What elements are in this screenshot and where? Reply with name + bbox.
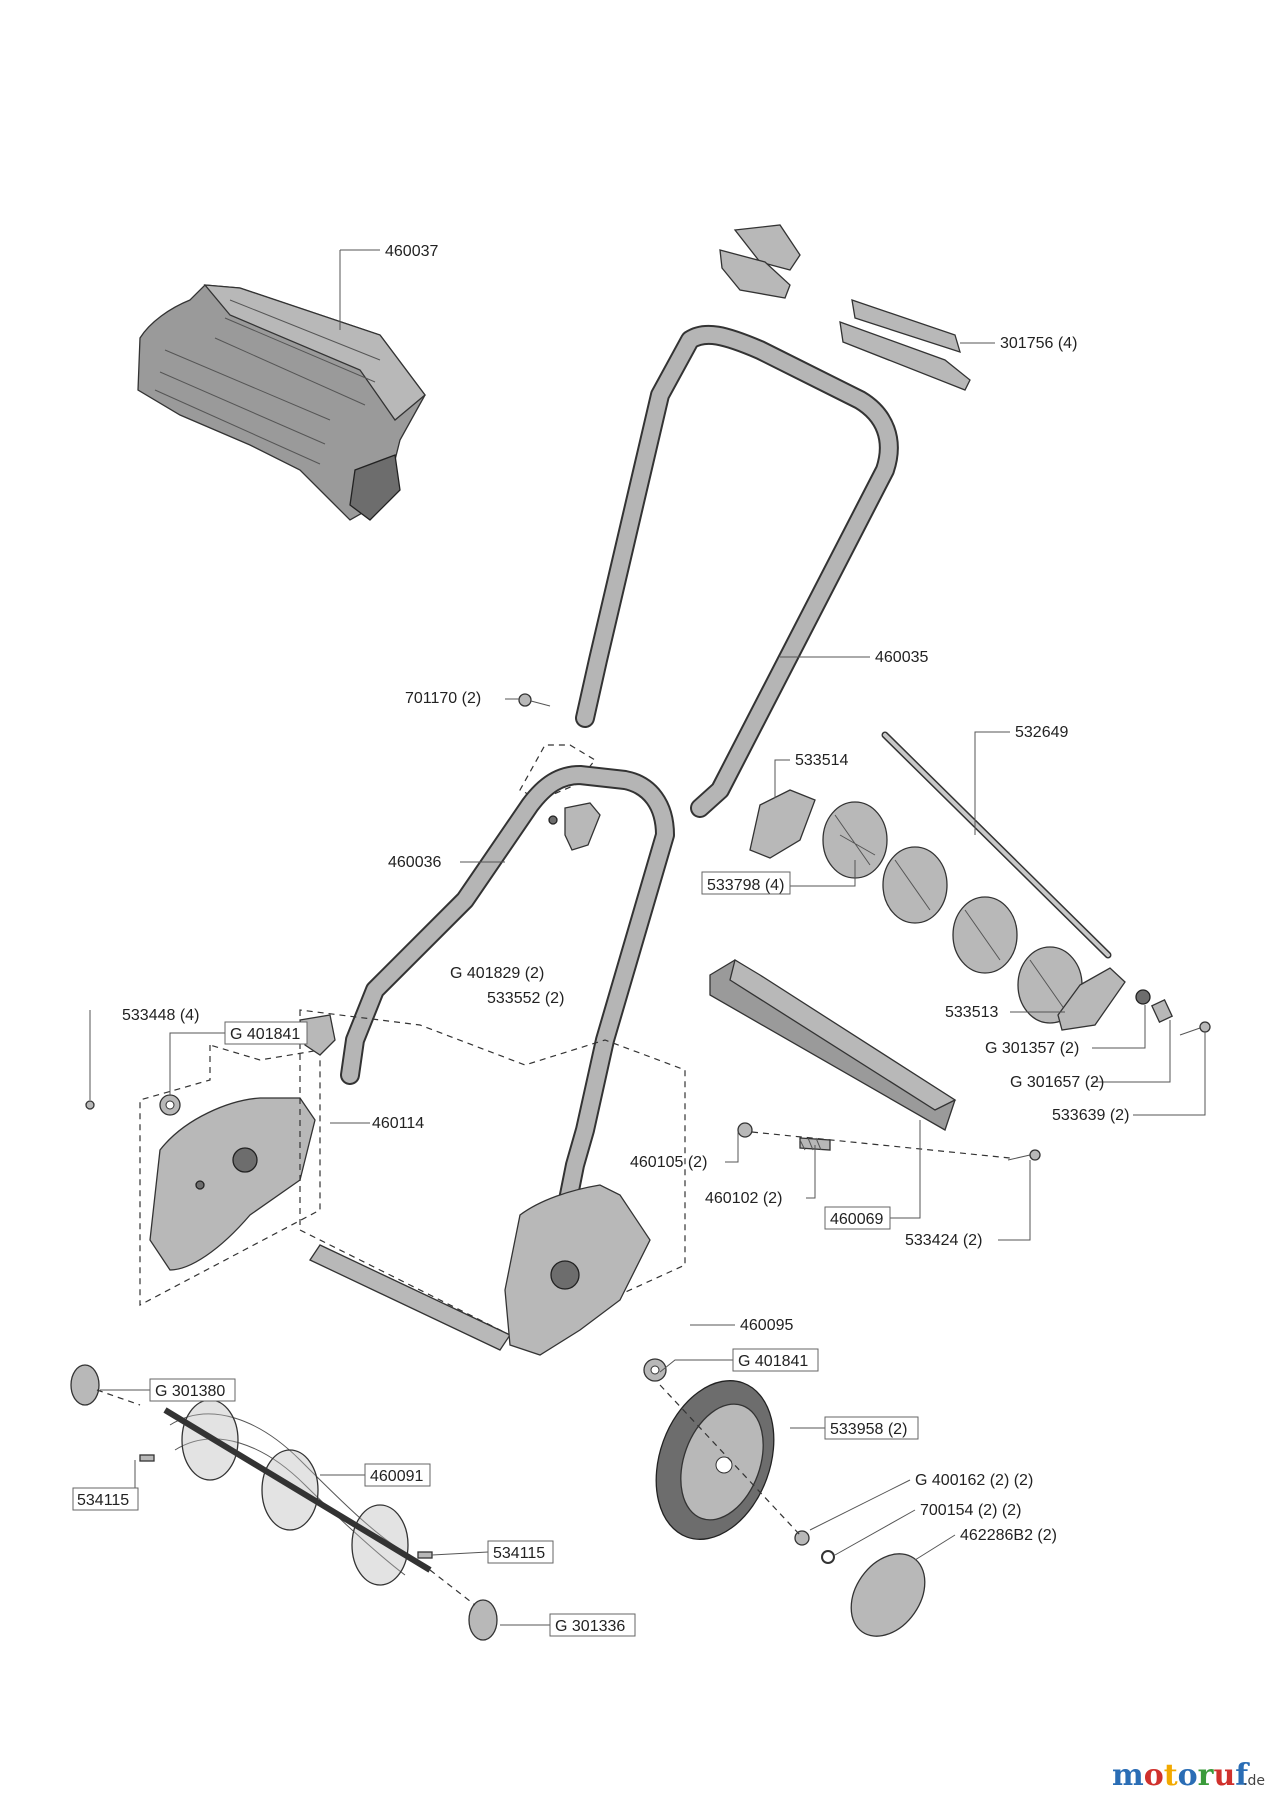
cutting-cylinder-part — [163, 1399, 432, 1586]
grass-box-part — [137, 284, 426, 521]
grip-clip-top-part — [719, 224, 801, 299]
logo-letter-4: r — [1198, 1758, 1215, 1793]
handle-bolt-part — [518, 693, 551, 707]
label-key-left: 534115 — [77, 1492, 129, 1509]
nut-spring-screw-part — [737, 1122, 1041, 1161]
roller-bracket-left-part — [749, 789, 816, 859]
label-roller-bracket-left: 533514 — [795, 752, 848, 769]
label-pinion-right: G 301336 — [555, 1618, 625, 1635]
label-box-key-left — [72, 1487, 139, 1511]
label-nut-1: G 301357 (2) — [985, 1040, 1079, 1057]
label-side-plate-left: 460114 — [372, 1115, 424, 1132]
label-clamp: 533552 (2) — [487, 990, 564, 1007]
leader-lines — [89, 249, 1206, 1626]
label-nut-blade: 460105 (2) — [630, 1154, 707, 1171]
logo-suffix: .de — [1243, 1773, 1265, 1789]
logo-letter-6: f — [1235, 1758, 1250, 1793]
label-screw-left: 533448 (4) — [122, 1007, 199, 1024]
label-washer-1: G 301657 (2) — [1010, 1074, 1104, 1091]
label-grass-box: 460037 — [385, 243, 438, 260]
label-box-bearing-right — [732, 1348, 819, 1372]
bearing-right-part — [643, 1358, 667, 1382]
roller-segments-part — [822, 801, 1083, 1024]
label-box-cylinder — [364, 1463, 431, 1487]
label-adjust-screw: 533424 (2) — [905, 1232, 982, 1249]
logo-letter-3: o — [1178, 1758, 1198, 1793]
screw-left-part — [85, 1100, 95, 1110]
label-box-wheel — [824, 1416, 919, 1440]
label-upper-handle: 460035 — [875, 649, 928, 666]
grip-cover-part — [839, 299, 971, 391]
label-rod: 532649 — [1015, 724, 1068, 741]
bearing-left-part — [159, 1094, 181, 1116]
logo-letter-0: m — [1112, 1758, 1144, 1793]
label-grip-cover: 301756 (4) — [1000, 335, 1077, 352]
label-box-bearing-left — [224, 1021, 308, 1045]
label-box-pinion-right — [549, 1613, 636, 1637]
label-roller-segment: 533798 (4) — [707, 877, 784, 894]
label-wheel: 533958 (2) — [830, 1421, 907, 1438]
side-plate-right-part — [299, 1014, 651, 1356]
label-circlip: 700154 (2) (2) — [920, 1502, 1021, 1519]
label-handle-bolt: 701170 (2) — [405, 690, 481, 707]
label-spring: 460102 (2) — [705, 1190, 782, 1207]
label-side-plate-right: 460095 — [740, 1317, 793, 1334]
svg-text:motoruf: motoruf — [1112, 1758, 1250, 1793]
upper-handle-part — [575, 324, 899, 818]
label-key-right: 534115 — [493, 1545, 545, 1562]
lower-handle-part — [340, 765, 675, 1225]
pinion-left-part — [70, 1364, 100, 1406]
label-box-roller-segment — [701, 871, 791, 895]
label-box-pinion-left — [149, 1378, 236, 1402]
pinion-right-part — [468, 1599, 498, 1641]
cutter-bar-part — [709, 958, 957, 1131]
part-labels: 460037 301756 (4) 460035 701170 (2) 4600… — [72, 243, 1129, 1637]
label-bolt-right: 533639 (2) — [1052, 1107, 1129, 1124]
motoruf-logo: motoruf .de — [1112, 1758, 1265, 1793]
label-bearing-left: G 401841 — [230, 1026, 300, 1043]
label-clamp-screw: G 401829 (2) — [450, 965, 544, 982]
label-lower-handle: 460036 — [388, 854, 441, 871]
label-roller-bracket-right: 533513 — [945, 1004, 998, 1021]
roller-bracket-right-part — [1057, 967, 1211, 1036]
label-bearing-right: G 401841 — [738, 1353, 808, 1370]
label-box-cutter-bar — [824, 1206, 891, 1230]
logo-letter-5: u — [1213, 1758, 1235, 1793]
label-hub-cap: 462286B2 (2) — [960, 1527, 1057, 1544]
label-pinion-left: G 301380 — [155, 1383, 225, 1400]
logo-letter-2: t — [1164, 1758, 1178, 1793]
clamp-part — [548, 802, 601, 851]
hub-cap-part — [850, 1553, 926, 1637]
label-cylinder: 460091 — [370, 1468, 423, 1485]
logo-letter-1: o — [1144, 1758, 1164, 1793]
side-plate-left-part — [149, 1097, 316, 1271]
label-box-key-right — [487, 1540, 554, 1564]
wheel-washer-circlip-part — [794, 1530, 835, 1564]
label-washer-wheel: G 400162 (2) (2) — [915, 1472, 1033, 1489]
wheel-part — [655, 1380, 775, 1540]
label-cutter-bar: 460069 — [830, 1211, 883, 1228]
